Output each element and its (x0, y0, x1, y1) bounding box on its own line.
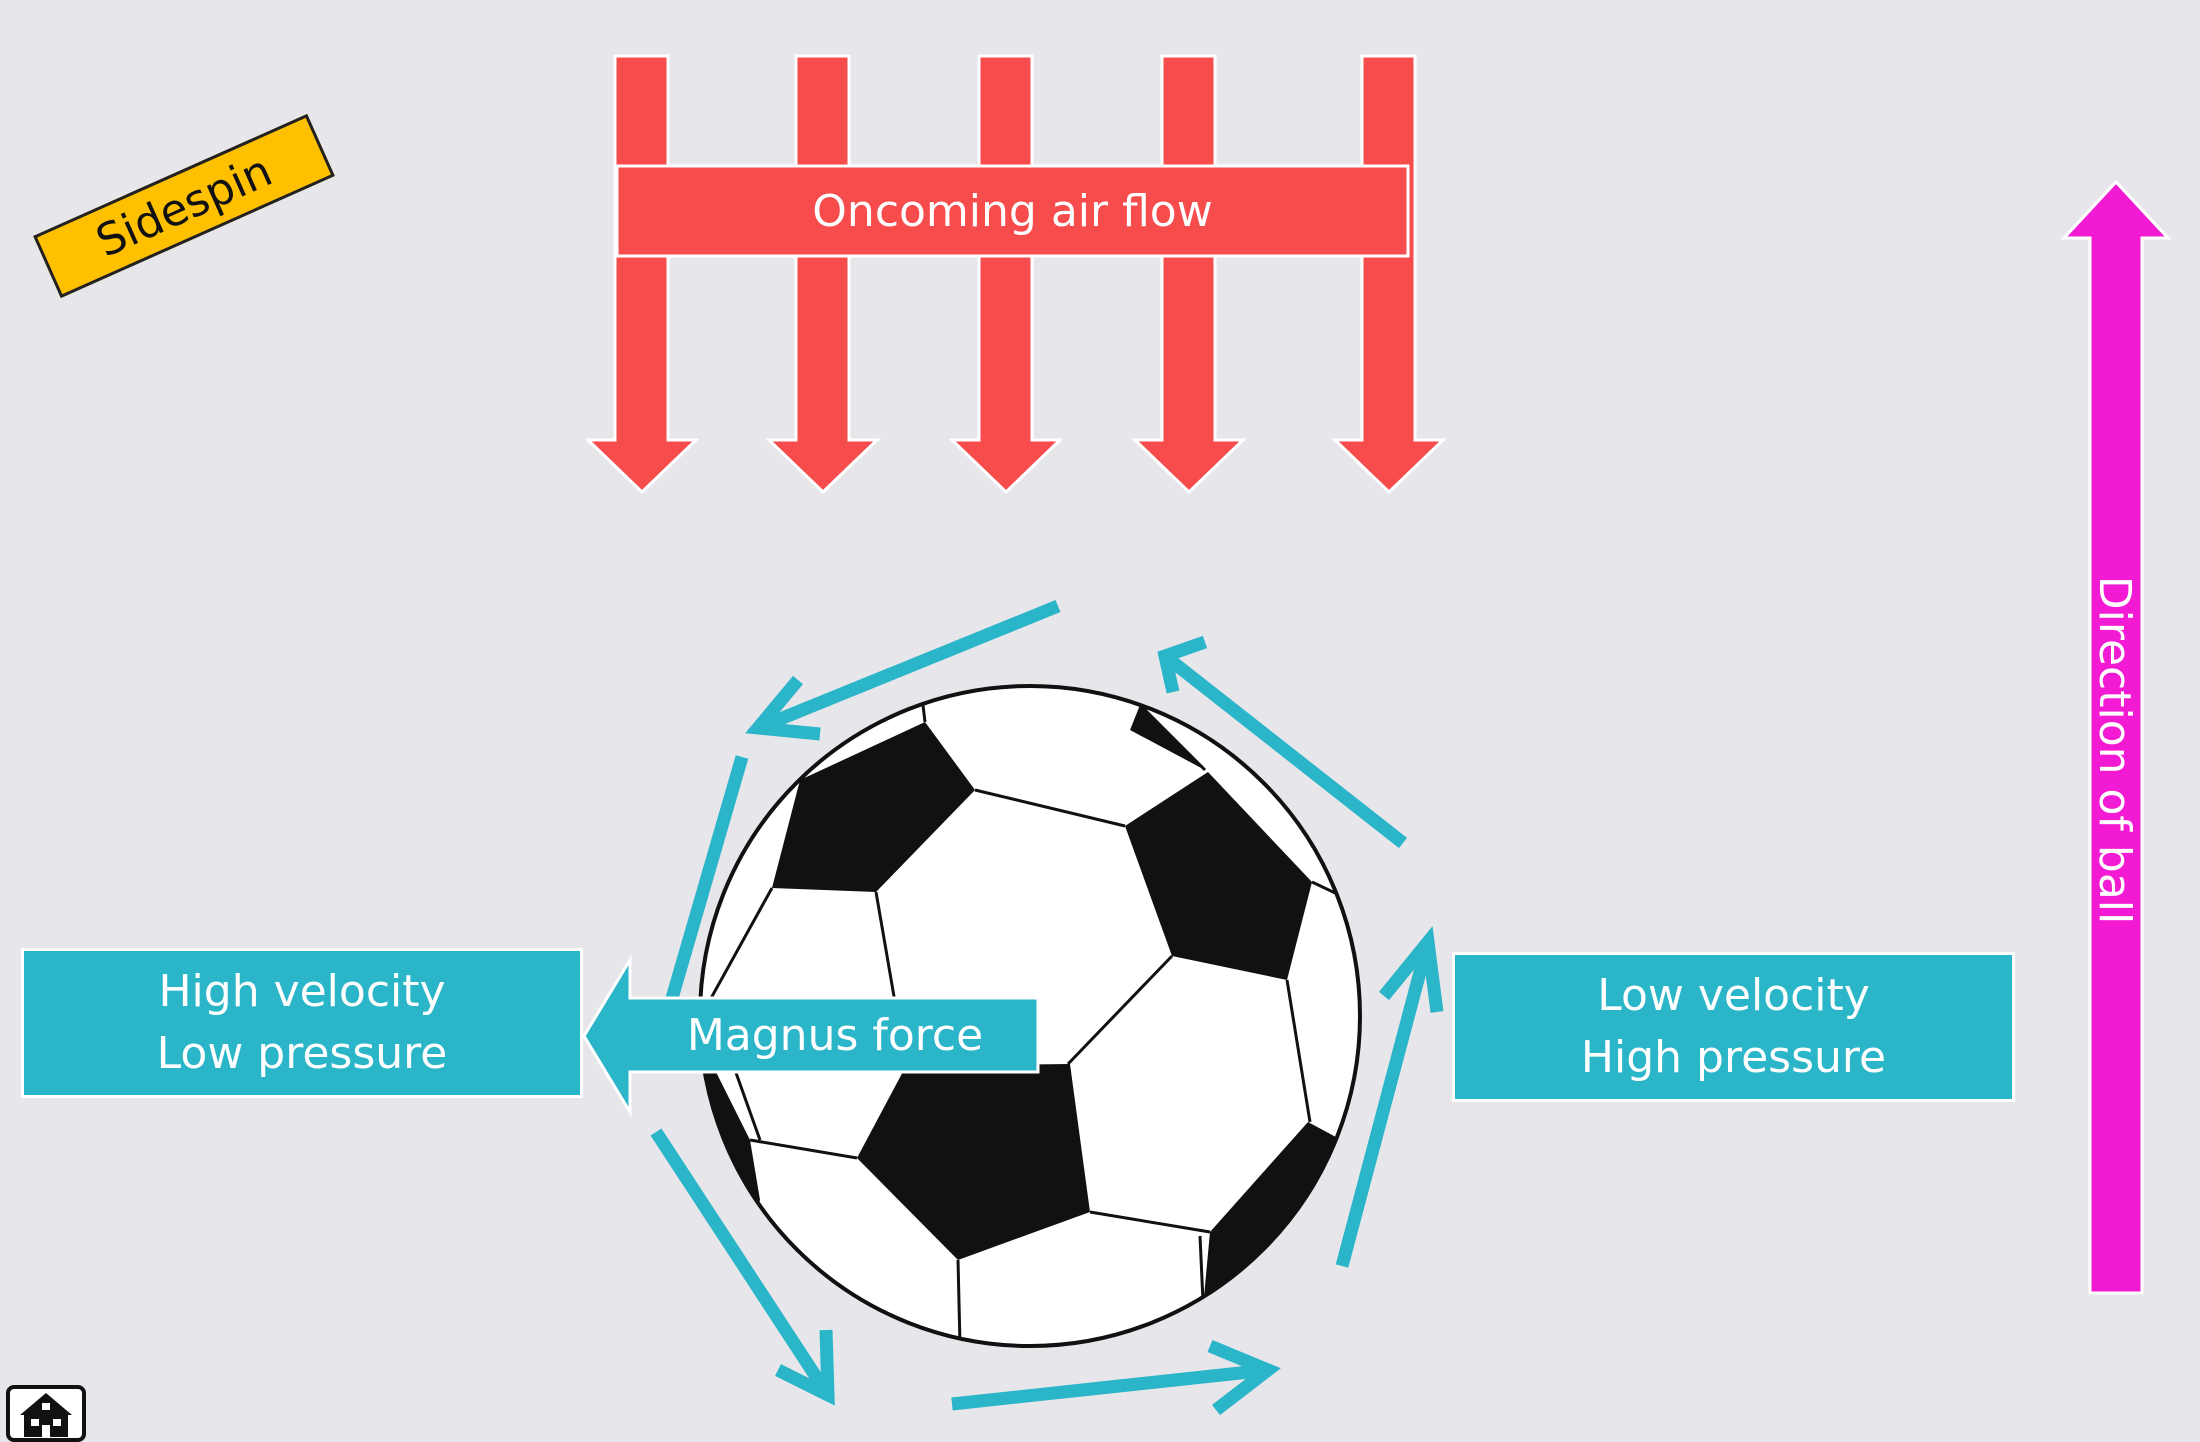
airflow-arrows (584, 54, 1447, 495)
spin-arrow-top (755, 599, 1061, 735)
high-pressure-text: High pressure (1580, 1032, 1887, 1083)
airflow-arrow-1 (584, 54, 700, 495)
airflow-bar (615, 164, 1410, 258)
direction-of-ball-label: Direction of ball (2089, 575, 2141, 925)
low-velocity-box: Low velocity High pressure (1452, 952, 2015, 1102)
spin-arrow-right (1335, 940, 1435, 1268)
low-velocity-text: Low velocity (1597, 970, 1870, 1021)
spin-arrow-left (661, 755, 749, 1014)
spin-arrow-bottom-left (650, 1128, 834, 1399)
spin-arrow-bottom (951, 1363, 1269, 1411)
airflow-arrow-5 (1331, 54, 1447, 495)
high-velocity-text: High velocity (158, 966, 446, 1017)
airflow-arrow-3 (948, 54, 1064, 495)
airflow-arrow-2 (765, 54, 881, 495)
magnus-arrow (582, 954, 1040, 1118)
spin-arrow-top-right (1160, 650, 1408, 849)
airflow-arrow-4 (1131, 54, 1247, 495)
house-logo-icon (6, 1385, 86, 1442)
spin-arrows (650, 599, 1444, 1416)
airflow-label: Oncoming air flow (812, 185, 1213, 237)
high-velocity-box: High velocity Low pressure (21, 948, 583, 1098)
magnus-force-label: Magnus force (686, 1009, 984, 1061)
direction-arrow (2060, 179, 2172, 1295)
low-pressure-text: Low pressure (156, 1028, 448, 1079)
